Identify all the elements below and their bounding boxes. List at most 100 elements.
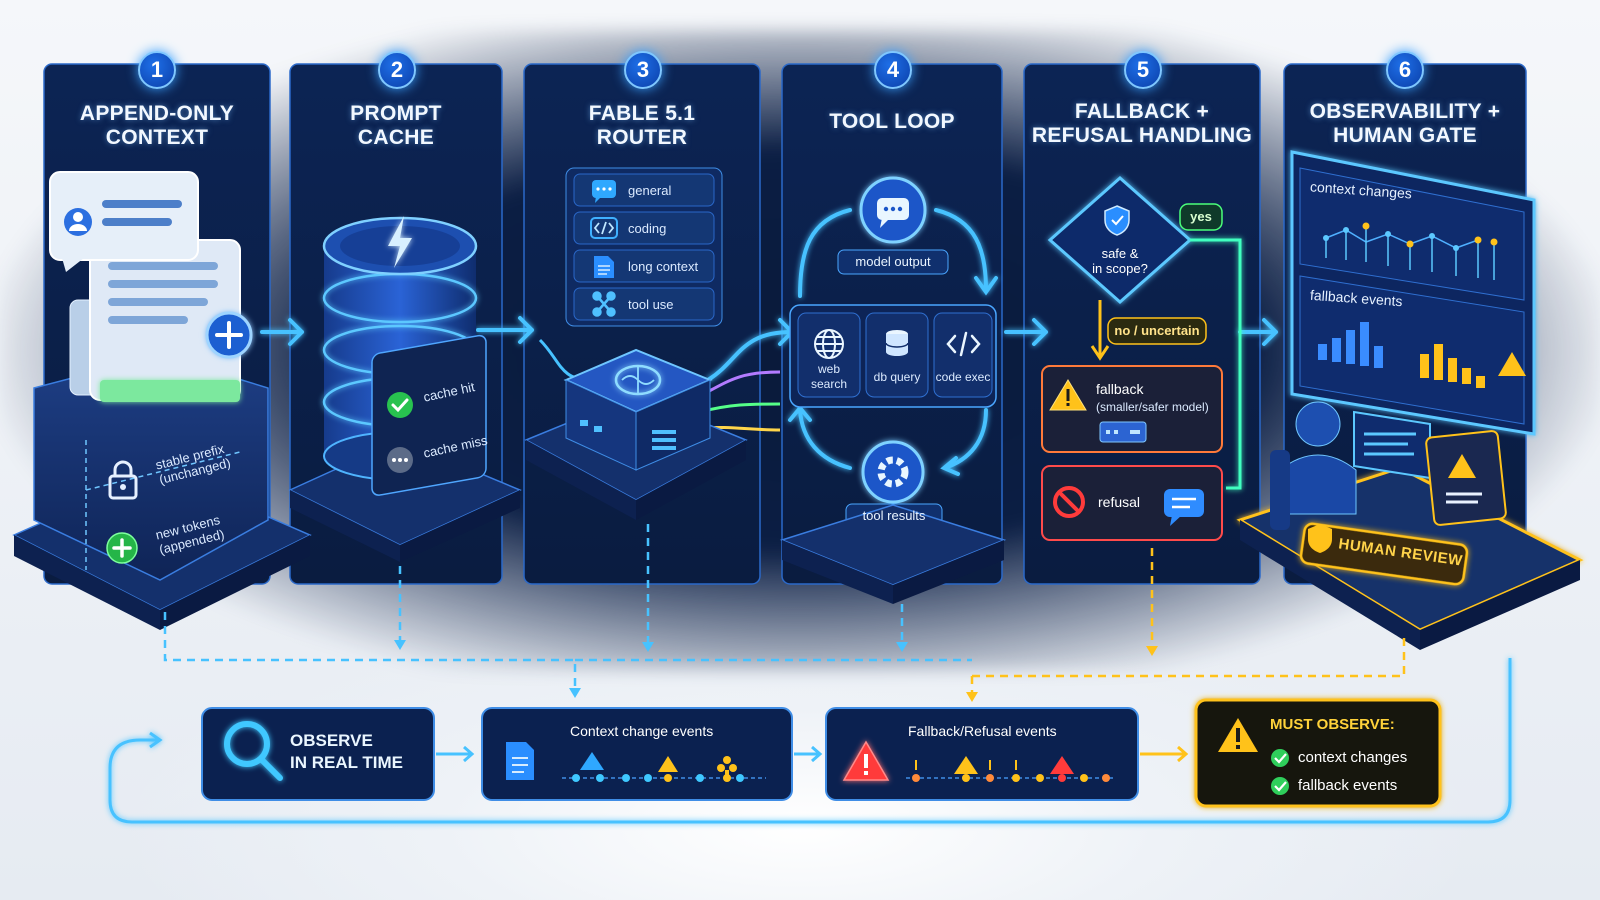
context-timeline [562,752,766,782]
fallback-timeline [906,756,1116,782]
warning-icon [1049,379,1087,411]
no-entry-icon [1053,486,1085,518]
model-output-chat-icon [859,176,927,244]
step-3-title-line1: FABLE 5.1 [588,102,696,125]
step-2-title: PROMPT CACHE [290,102,502,150]
tool-results-label: tool results [862,508,926,523]
tool-web-search-label: web search [810,362,848,391]
server-icon [1099,421,1147,443]
tool-web-tile [797,312,861,398]
plus-green-icon [106,532,138,564]
step-2-number: 2 [378,51,416,89]
no-badge [1107,317,1207,345]
must-item-fallback-events: fallback events [1298,777,1398,794]
lock-icon [108,460,138,500]
must-observe-title: MUST OBSERVE: [1270,716,1395,733]
route-general[interactable]: general [628,183,672,198]
must-observe-box [1194,698,1442,808]
yes-path [1190,238,1242,490]
step-6-title: OBSERVABILITY + HUMAN GATE [1284,100,1526,148]
database-icon [885,330,909,356]
step-1-title: APPEND-ONLY CONTEXT [44,102,270,150]
fallback-title: fallback [1096,381,1144,397]
step-2-title-line1: PROMPT [350,102,442,125]
step-6-number: 6 [1386,51,1424,89]
magnifier-icon [224,721,283,781]
check-circle-icon [1271,749,1289,795]
no-arrow [1090,300,1110,361]
step-1-title-line2: CONTEXT [105,126,209,149]
step-4-number: 4 [874,51,912,89]
ellipsis-icon [387,447,413,473]
events-document-icon [506,742,534,780]
tool-db-query-label: db query [873,370,921,384]
route-coding[interactable]: coding [628,221,667,236]
fallback-refusal-events-label: Fallback/Refusal events [908,723,1057,739]
shield-icon [1104,205,1130,236]
fallback-subtitle: (smaller/safer model) [1096,400,1209,414]
yes-label: yes [1190,209,1212,224]
decision-label: safe & in scope? [1080,246,1160,276]
step-1-title-line1: APPEND-ONLY [79,102,235,125]
step-6-title-line2: HUMAN GATE [1333,124,1477,147]
model-output-pill [837,249,949,275]
dashed-connectors-blue [163,524,972,690]
observe-line2: IN REAL TIME [290,753,404,772]
step-4-title: TOOL LOOP [782,110,1002,134]
human-review-banner [1299,522,1469,586]
context-events-box [481,707,793,801]
dashboard-monitor [1290,150,1536,436]
context-change-events-label: Context change events [570,723,714,739]
tool-code-tile [933,312,993,398]
step-5-number: 5 [1124,51,1162,89]
observe-title: OBSERVE IN REAL TIME [290,730,403,774]
route-long-context[interactable]: long context [628,259,699,274]
message-icon [1164,489,1204,526]
globe-icon [814,329,844,359]
step-2-title-line2: CACHE [357,126,435,149]
step-6-title-line1: OBSERVABILITY + [1309,100,1501,123]
no-uncertain-label: no / uncertain [1114,323,1200,338]
step-5-title: FALLBACK + REFUSAL HANDLING [1024,100,1260,148]
chat-icon [592,180,616,203]
tool-loop-base [779,504,1007,604]
step-5-title-line1: FALLBACK + [1074,100,1210,123]
route-tool-use[interactable]: tool use [628,297,674,312]
yes-badge [1179,203,1223,231]
context-stack-illustration [12,171,312,630]
code-exec-icon [946,331,981,357]
shield-warning-icon [1308,524,1332,553]
dashed-connectors-yellow [970,548,1406,694]
router-device-illustration [524,348,748,520]
tool-code-exec-label: code exec [935,370,991,384]
refusal-box [1041,465,1223,541]
step-3-title: FABLE 5.1 ROUTER [524,102,760,150]
observe-line1: OBSERVE [290,731,373,750]
brain-icon [614,364,662,396]
bottom-flow-arrows [436,745,1189,763]
feedback-loop [108,658,1512,824]
alert-red-icon [842,740,890,781]
fallback-box [1041,365,1223,453]
check-icon [387,392,413,418]
document-icon [594,256,614,278]
tool-loop-cycle [788,208,998,476]
refusal-label: refusal [1098,494,1141,510]
decision-line2: in scope? [1092,261,1148,276]
route-list-panel [565,167,723,327]
model-output-label: model output [855,254,931,269]
dashed-arrowheads [394,640,1158,702]
step-3-number: 3 [624,51,662,89]
step-1-number: 1 [138,51,176,89]
step-5-title-line2: REFUSAL HANDLING [1031,124,1253,147]
flow-arrows [260,316,1278,382]
code-icon [590,217,618,239]
step-4-title-line1: TOOL LOOP [829,110,955,133]
tool-network-icon [592,291,616,317]
step-3-title-line2: ROUTER [596,126,688,149]
must-item-context-changes: context changes [1298,749,1408,766]
gear-icon [861,440,925,504]
decision-diamond [1047,175,1193,305]
must-warning-icon [1218,718,1258,752]
